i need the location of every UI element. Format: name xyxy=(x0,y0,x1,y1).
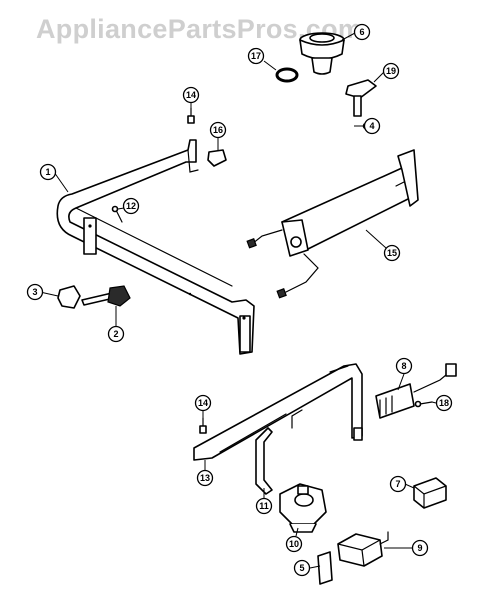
svg-text:3: 3 xyxy=(32,287,37,297)
svg-text:9: 9 xyxy=(417,543,422,553)
callout-1: 1 xyxy=(39,163,57,181)
svg-text:11: 11 xyxy=(259,501,269,511)
part-9-module xyxy=(337,531,389,567)
part-12-screw xyxy=(111,205,123,223)
callout-9: 9 xyxy=(411,539,429,557)
svg-text:15: 15 xyxy=(387,248,397,258)
part-14-screw-top xyxy=(187,107,195,124)
svg-text:7: 7 xyxy=(395,479,400,489)
leader-lines xyxy=(39,32,437,569)
callout-10: 10 xyxy=(285,535,303,553)
svg-text:12: 12 xyxy=(126,201,136,211)
part-5-bracket xyxy=(317,551,333,585)
svg-text:5: 5 xyxy=(299,563,304,573)
callout-19: 19 xyxy=(382,62,400,80)
svg-text:10: 10 xyxy=(289,539,299,549)
part-19-bracket xyxy=(345,79,377,117)
part-14-screw-bottom xyxy=(199,417,207,434)
part-17-o-ring xyxy=(275,67,299,83)
part-6-burner xyxy=(299,32,345,75)
svg-text:6: 6 xyxy=(359,27,364,37)
part-13-bracket xyxy=(193,363,363,461)
part-7-switch xyxy=(413,477,447,509)
callout-14-bottom: 14 xyxy=(194,394,212,412)
callout-8: 8 xyxy=(395,357,413,375)
callout-12: 12 xyxy=(122,197,140,215)
svg-text:14: 14 xyxy=(186,90,196,100)
callout-6: 6 xyxy=(353,23,371,41)
svg-text:19: 19 xyxy=(386,66,396,76)
part-15-pilot-assembly xyxy=(246,149,419,299)
part-18-screw xyxy=(414,400,433,408)
part-10-valve xyxy=(279,483,327,533)
callout-15: 15 xyxy=(383,244,401,262)
svg-text:14: 14 xyxy=(198,398,208,408)
part-16-clip xyxy=(207,149,227,167)
callout-16: 16 xyxy=(209,121,227,139)
callout-18: 18 xyxy=(435,394,453,412)
callout-17: 17 xyxy=(247,47,265,65)
callout-5: 5 xyxy=(293,559,311,577)
callout-2: 2 xyxy=(107,325,125,343)
callout-14-top: 14 xyxy=(182,86,200,104)
svg-text:13: 13 xyxy=(200,473,210,483)
svg-text:4: 4 xyxy=(369,121,374,131)
part-3-bracket xyxy=(57,285,81,309)
callout-7: 7 xyxy=(389,475,407,493)
callout-11: 11 xyxy=(255,497,273,515)
svg-text:18: 18 xyxy=(439,398,449,408)
svg-text:2: 2 xyxy=(113,329,118,339)
svg-text:16: 16 xyxy=(213,125,223,135)
part-2-electrode xyxy=(81,285,131,307)
svg-text:17: 17 xyxy=(251,51,261,61)
callout-3: 3 xyxy=(26,283,44,301)
svg-text:1: 1 xyxy=(45,167,50,177)
part-1-frame xyxy=(56,139,255,355)
part-11-tube xyxy=(255,427,273,495)
callout-4: 4 xyxy=(363,117,381,135)
callout-13: 13 xyxy=(196,469,214,487)
svg-text:8: 8 xyxy=(401,361,406,371)
